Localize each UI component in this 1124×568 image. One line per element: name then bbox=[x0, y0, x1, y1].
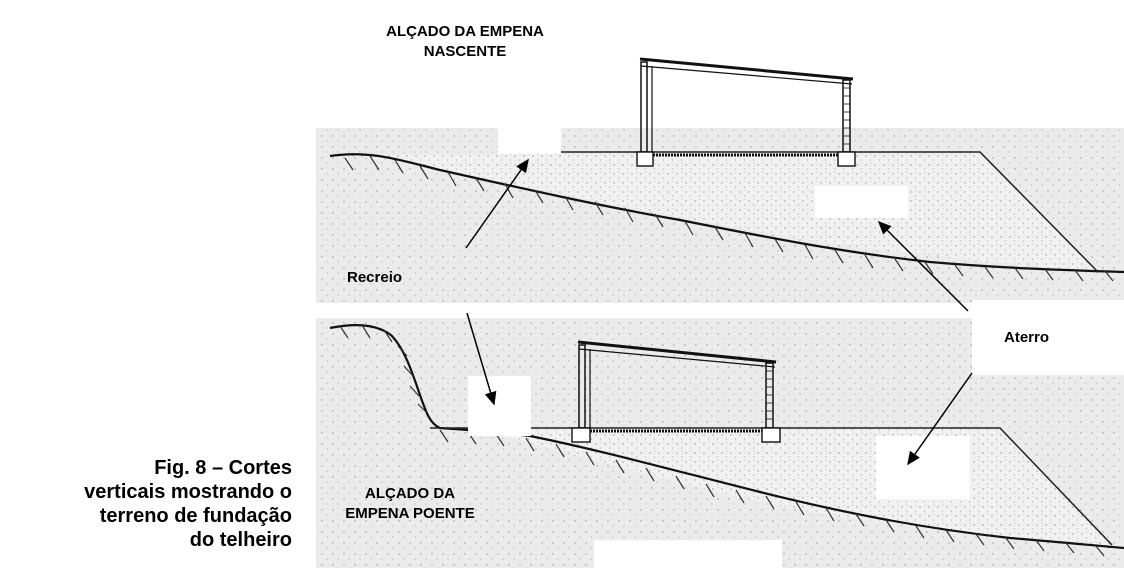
figure-caption: Fig. 8 – Cortes verticais mostrando o te… bbox=[20, 456, 292, 552]
aterro-label-background bbox=[972, 300, 1124, 375]
top-white-block-left bbox=[498, 128, 561, 154]
bottom-title-line1: ALÇADO DA bbox=[365, 485, 455, 502]
bottom-platform-line bbox=[430, 427, 1113, 546]
bottom-natural-ground-line bbox=[329, 324, 1124, 550]
caption-line2: verticais mostrando o bbox=[84, 481, 292, 503]
recreio-arrow-down bbox=[466, 312, 497, 406]
recreio-label: Recreio bbox=[347, 269, 403, 286]
top-aterro-fill bbox=[330, 152, 1098, 272]
bottom-title: ALÇADO DA EMPENA POENTE bbox=[320, 484, 500, 524]
aterro-label: Aterro bbox=[1004, 329, 1050, 346]
bottom-white-block-left bbox=[468, 376, 531, 436]
top-title-line1: ALÇADO DA EMPENA bbox=[386, 23, 544, 40]
top-natural-ground-line bbox=[329, 153, 1124, 274]
bottom-title-line2: EMPENA POENTE bbox=[345, 505, 475, 522]
top-title: ALÇADO DA EMPENA NASCENTE bbox=[330, 22, 600, 62]
caption-line1: Fig. 8 – Cortes bbox=[154, 457, 292, 479]
aterro-arrow-down bbox=[907, 372, 973, 466]
bottom-ground-hatch bbox=[339, 324, 1105, 557]
bottom-white-block-right bbox=[876, 436, 970, 499]
top-ground-hatch bbox=[344, 155, 1114, 282]
top-title-line2: NASCENTE bbox=[423, 43, 507, 60]
aterro-arrow-up bbox=[877, 220, 969, 312]
recreio-arrow-up bbox=[465, 158, 529, 249]
top-shed bbox=[636, 57, 856, 167]
caption-line4: do telheiro bbox=[189, 529, 292, 551]
top-section bbox=[316, 57, 1124, 303]
bottom-shed bbox=[571, 340, 781, 443]
top-white-block-right bbox=[815, 186, 908, 218]
top-platform-line bbox=[560, 151, 1099, 273]
section-separator bbox=[316, 303, 1124, 318]
bottom-white-block-base bbox=[594, 540, 782, 568]
caption-line3: terreno de fundação bbox=[99, 505, 292, 527]
